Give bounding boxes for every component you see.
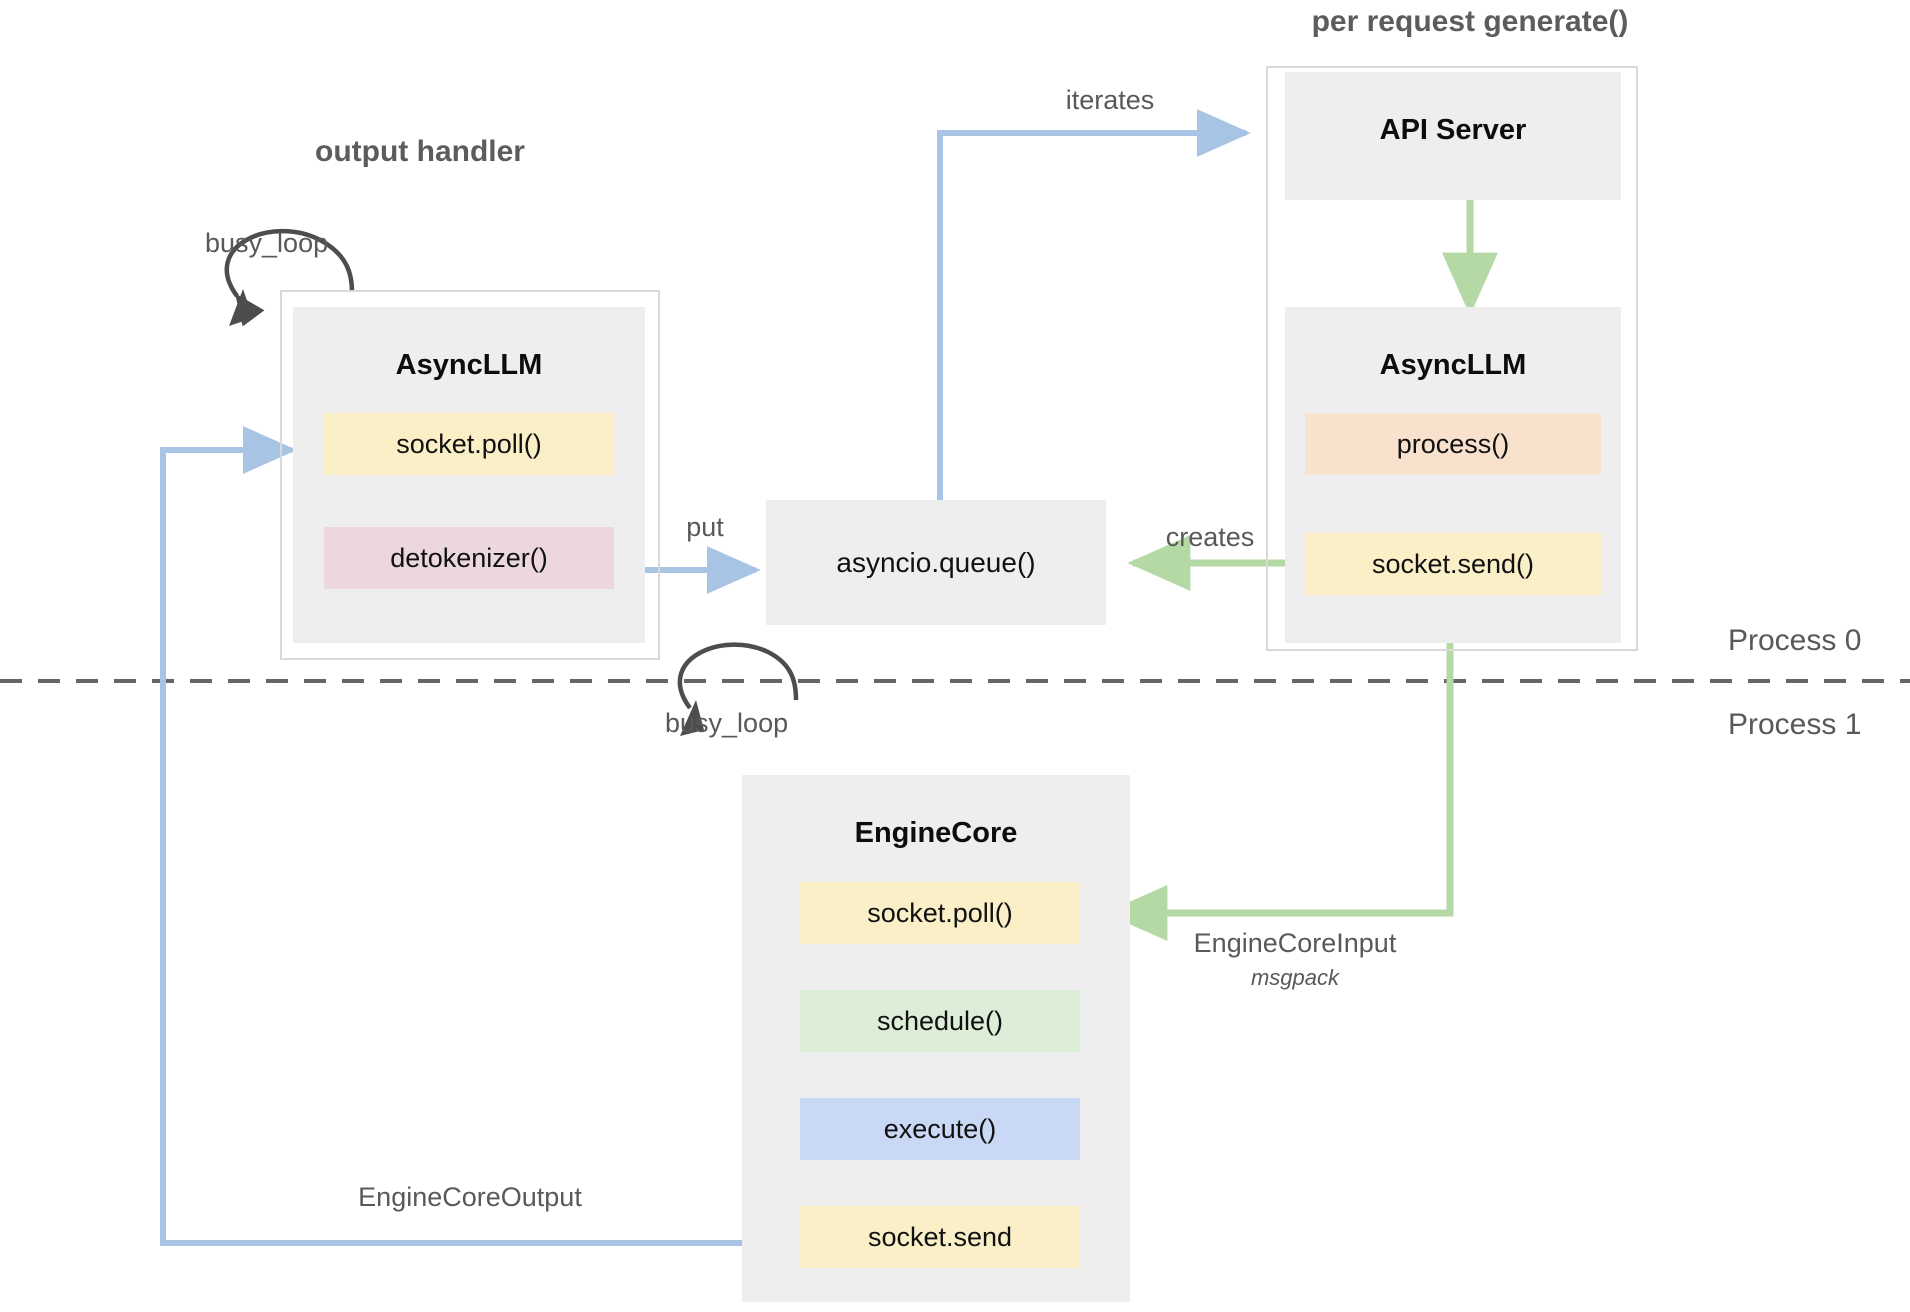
api-server-panel[interactable]: API Server	[1285, 72, 1621, 200]
engine-core-box-execute[interactable]: execute()	[800, 1098, 1080, 1160]
process-0-label: Process 0	[1728, 624, 1862, 657]
output-handler-panel[interactable]: AsyncLLM	[293, 307, 645, 643]
per-request-frame	[1266, 66, 1638, 651]
output-handler-panel-title: AsyncLLM	[395, 349, 543, 381]
per-request-box-socket-send[interactable]: socket.send()	[1305, 533, 1601, 595]
busy-loop-label-output-handler: busy_loop	[205, 228, 329, 258]
busy-loop-arrow-engine-core	[677, 642, 799, 710]
per-request-asyncllm-title: AsyncLLM	[1379, 349, 1527, 381]
output-handler-box-socket-poll[interactable]: socket.poll()	[324, 413, 614, 475]
engine-core-box-schedule[interactable]: schedule()	[800, 990, 1080, 1052]
edge-label-engine-core-input: EngineCoreInput	[1193, 928, 1397, 958]
edge-label-engine-core-output: EngineCoreOutput	[358, 1182, 582, 1212]
output-handler-frame	[280, 290, 660, 660]
per-request-box-process[interactable]: process()	[1305, 413, 1601, 475]
edge-iterates	[937, 109, 1251, 500]
edge-label-put: put	[686, 512, 724, 542]
asyncio-queue-node[interactable]: asyncio.queue()	[766, 500, 1106, 625]
busy-loop-label-engine-core: busy_loop	[665, 708, 789, 738]
edge-label-iterates: iterates	[1065, 85, 1155, 115]
api-server-title: API Server	[1379, 114, 1527, 146]
output-handler-box-detokenizer[interactable]: detokenizer()	[324, 527, 614, 589]
process-1-label: Process 1	[1728, 708, 1862, 741]
engine-core-box-socket-poll[interactable]: socket.poll()	[800, 882, 1080, 944]
edge-label-creates: creates	[1165, 522, 1255, 552]
engine-core-title: EngineCore	[854, 817, 1018, 849]
output-handler-title: output handler	[315, 135, 525, 168]
edge-label-engine-core-input-sub: msgpack	[1250, 965, 1340, 990]
per-request-title: per request generate()	[1311, 5, 1629, 38]
engine-core-box-socket-send[interactable]: socket.send	[800, 1206, 1080, 1268]
